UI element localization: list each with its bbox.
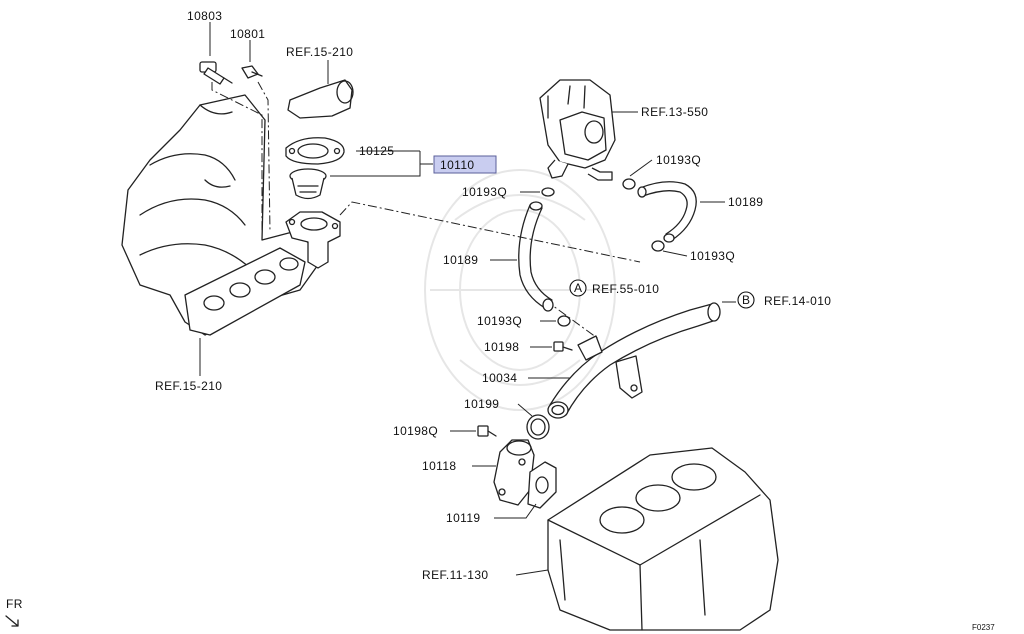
hose-10189-left[interactable] <box>518 201 554 312</box>
gasket-10119[interactable] <box>527 461 557 509</box>
leader-lines <box>199 22 736 576</box>
label-ref-11-130[interactable]: REF.11-130 <box>422 568 488 582</box>
label-10193q-c[interactable]: 10193Q <box>690 249 735 263</box>
label-10198[interactable]: 10198 <box>484 340 519 354</box>
thermostat-housing[interactable] <box>285 211 341 269</box>
label-10110[interactable]: 10110 <box>440 158 474 172</box>
marker-b-circle <box>737 291 755 309</box>
label-10119[interactable]: 10119 <box>446 511 480 525</box>
label-10199[interactable]: 10199 <box>464 397 499 411</box>
label-10189-left[interactable]: 10189 <box>443 253 478 267</box>
label-10034[interactable]: 10034 <box>482 371 517 385</box>
label-ref-55-010[interactable]: REF.55-010 <box>592 282 659 296</box>
label-10193q-a[interactable]: 10193Q <box>656 153 701 167</box>
label-ref-13-550[interactable]: REF.13-550 <box>641 105 708 119</box>
highlight-box-10110 <box>433 155 497 174</box>
label-10189-right[interactable]: 10189 <box>728 195 763 209</box>
label-10125[interactable]: 10125 <box>359 144 394 158</box>
part-labels: 10803 10801 REF.15-210 10125 10110 REF.1… <box>6 9 995 632</box>
label-fr: FR <box>6 597 23 611</box>
hose-clamp-a[interactable] <box>541 187 555 197</box>
label-10118[interactable]: 10118 <box>422 459 456 473</box>
marker-a[interactable]: A <box>574 281 582 295</box>
o-ring-10199[interactable] <box>526 414 550 440</box>
water-pipe-10034[interactable] <box>547 302 721 419</box>
label-10803[interactable]: 10803 <box>187 9 222 23</box>
thermostat[interactable] <box>289 168 327 200</box>
label-10193q-d[interactable]: 10193Q <box>477 314 522 328</box>
bolt-10198[interactable] <box>553 341 573 352</box>
throttle-body[interactable] <box>539 79 616 181</box>
label-10198q[interactable]: 10198Q <box>393 424 438 438</box>
hose-10189-right[interactable] <box>637 181 697 243</box>
label-ref-15-210-bottom[interactable]: REF.15-210 <box>155 379 222 393</box>
assembly-lines <box>211 81 641 341</box>
sensor-10801[interactable] <box>241 65 263 79</box>
hose-clamp-d[interactable] <box>557 315 571 327</box>
figure-code: F0237 <box>972 623 995 632</box>
label-ref-14-010[interactable]: REF.14-010 <box>764 294 831 308</box>
watermark-emblem <box>424 169 616 411</box>
intake-manifold[interactable] <box>121 94 321 336</box>
hose-clamp-c[interactable] <box>651 240 665 252</box>
water-outlet-fitting[interactable] <box>287 79 354 119</box>
engine-block[interactable] <box>547 447 779 631</box>
bolt-10198q[interactable] <box>477 425 497 437</box>
front-arrow-icon <box>5 615 19 627</box>
marker-b[interactable]: B <box>742 293 750 307</box>
marker-a-circle <box>569 279 587 297</box>
hose-clamp-b[interactable] <box>622 178 636 190</box>
sensor-10803[interactable] <box>199 61 233 85</box>
label-10801[interactable]: 10801 <box>230 27 265 41</box>
label-ref-15-210-top[interactable]: REF.15-210 <box>286 45 353 59</box>
label-10193q-b[interactable]: 10193Q <box>462 185 507 199</box>
gasket-10125[interactable] <box>285 137 345 165</box>
